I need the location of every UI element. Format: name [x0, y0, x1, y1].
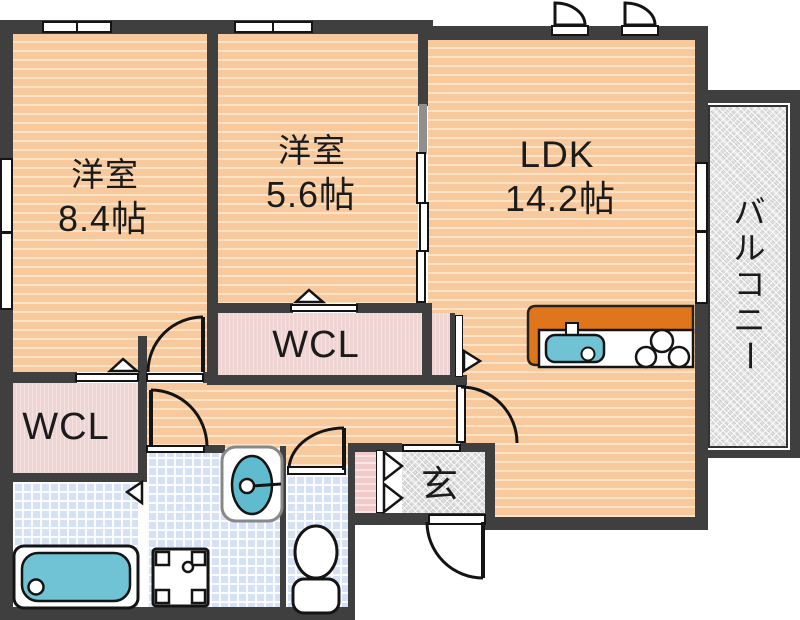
marker-wcl-center-opening	[292, 288, 327, 304]
sliding-door-panel-3	[416, 250, 426, 303]
wall-84-bottom-a	[0, 372, 77, 383]
ldk-size: 14.2帖	[504, 178, 617, 219]
balcony-label: バ ル コ ニ ー	[728, 194, 772, 374]
balcony-char: ル	[733, 230, 767, 266]
shoe-cabinet-folding-door-top	[382, 449, 405, 483]
genkan-label: 玄	[421, 464, 459, 505]
vent-door-icon-1	[553, 1, 587, 27]
bathtub-icon	[12, 544, 140, 610]
opening-wcl-left	[75, 373, 139, 382]
balcony-char: ニ	[733, 302, 767, 338]
window-balcony-door	[695, 162, 708, 304]
wcl-left-floor	[13, 383, 138, 473]
window-top-room84-mullion	[76, 21, 78, 33]
balcony-char: バ	[733, 194, 767, 230]
ldk-name: LDK	[519, 134, 595, 175]
door-swing-toilet	[287, 426, 346, 470]
marker-bathroom-door	[124, 479, 144, 506]
window-left-room84-mullion	[0, 231, 13, 234]
washbasin-icon	[220, 445, 284, 523]
door-swing-washroom	[149, 388, 209, 447]
balcony-char: コ	[733, 266, 767, 302]
wall-wcl-band-bottom	[207, 375, 467, 385]
balcony-wall-top	[700, 90, 800, 103]
wall-wcl-closet-divider	[422, 313, 432, 375]
hallway-floor-toilet-nook	[286, 448, 348, 468]
window-left-room84	[0, 158, 13, 310]
wcl-left-label: WCL	[22, 406, 110, 448]
balcony-wall-bottom	[704, 450, 792, 458]
door-swing-room84	[146, 315, 205, 373]
room-56-floor	[218, 34, 418, 303]
balcony-wall-right	[790, 90, 800, 458]
genkan-step	[402, 444, 461, 452]
window-balcony-door-mullion	[695, 230, 708, 233]
wcl-center-floor	[218, 313, 422, 375]
wall-washroom-toilet	[280, 446, 286, 607]
closet-door-panel	[455, 315, 463, 377]
room-56-size: 5.6帖	[265, 174, 357, 215]
balcony-char: ー	[731, 339, 768, 373]
wall-genkan-top-a	[348, 443, 402, 452]
room-84-size: 8.4帖	[57, 198, 149, 239]
room-84-name: 洋室	[71, 156, 139, 193]
doorway-entrance	[428, 514, 486, 525]
wall-bottom-left	[0, 607, 355, 620]
door-swing-hall-ldk	[460, 385, 519, 444]
wall-56-ldk-upper	[418, 26, 428, 106]
vent-door-icon-2	[623, 1, 657, 27]
wall-genkan-ldk	[485, 443, 495, 523]
wall-bottom-ldk	[485, 517, 708, 530]
wall-washroom-top	[203, 445, 225, 453]
ldk-floor	[428, 40, 695, 517]
doorway-room84	[146, 373, 204, 382]
wall-bathroom-top	[0, 473, 147, 482]
balcony-deck	[708, 105, 788, 448]
room-56-name: 洋室	[278, 132, 346, 169]
gas-stove-icon	[634, 328, 691, 369]
wall-wcl-left-side	[138, 383, 147, 473]
doorway-washroom	[146, 445, 205, 453]
wall-56-bottom-b	[356, 303, 432, 313]
door-swing-entrance	[425, 521, 485, 580]
wall-genkan-top-b	[460, 443, 495, 452]
wcl-center-label: WCL	[272, 324, 360, 366]
genkan-floor	[402, 452, 485, 513]
wall-closet-front	[450, 313, 455, 377]
wall-toilet-right	[348, 443, 355, 607]
shoe-cabinet-folding-door-bottom	[382, 481, 405, 515]
marker-wcl-left-opening	[106, 357, 141, 373]
kitchen-sink-icon	[544, 322, 606, 364]
marker-ldk-closet-door	[462, 348, 483, 374]
window-top-room56-mullion	[272, 21, 274, 33]
wall-56-bottom-a	[218, 303, 293, 313]
room-84-floor	[13, 34, 207, 372]
wall-room-divider	[207, 20, 218, 385]
wall-56-ldk-pocket	[419, 104, 427, 154]
washing-machine-icon	[151, 547, 210, 608]
opening-wcl-center	[290, 304, 358, 312]
shoe-cabinet	[355, 450, 378, 513]
wall-84-bottom-stub	[138, 336, 147, 383]
toilet-icon	[291, 524, 341, 615]
ldk-closet-floor	[432, 313, 450, 375]
doorway-toilet	[287, 466, 346, 475]
kitchen-counter-icon	[526, 304, 695, 369]
